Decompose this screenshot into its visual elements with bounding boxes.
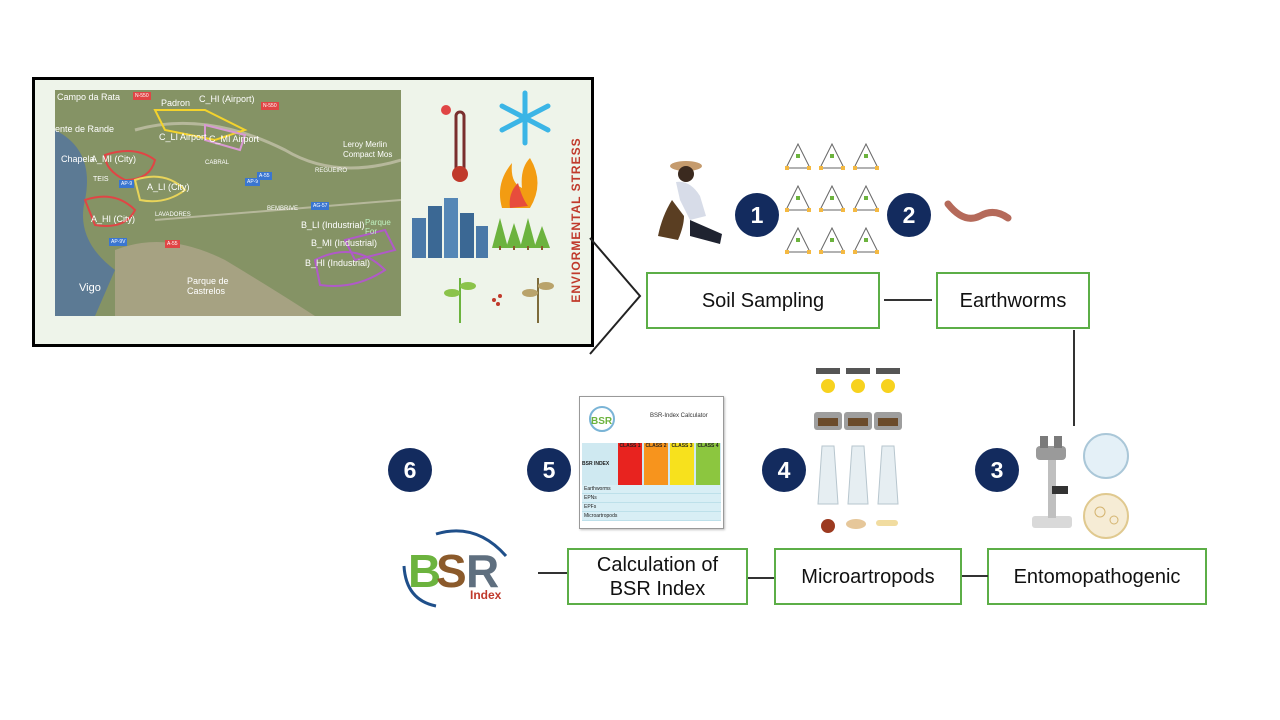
map-label-21: B_HI (Industrial) [305, 258, 371, 268]
connector-3-4 [962, 575, 988, 577]
map-label-2: ente de Rande [55, 124, 115, 134]
callout-arrow [588, 236, 648, 356]
map-label-16: Compact Mos [343, 150, 393, 159]
map-label-9: C_HI (Airport) [199, 94, 255, 104]
road-badge-5: A-55 [257, 172, 272, 180]
road-badge-6: AG-57 [311, 202, 330, 210]
step-6-badge: 6 [388, 448, 432, 492]
road-badge-2: N-550 [261, 102, 279, 110]
bsr-row: Earthworms [582, 485, 721, 494]
bsr-card-rows: Earthworms EPNs EPFs Microartropods [582, 485, 721, 521]
road-badge-4: AP-9 [245, 178, 261, 186]
connector-4-5 [748, 577, 774, 579]
bsr-card-title: BSR-Index Calculator [650, 413, 708, 419]
bsr-row: Microartropods [582, 512, 721, 521]
map-label-23: Parque For [365, 218, 391, 236]
study-area-map: Campo da Rata ente de Rande Chapela A_MI… [55, 90, 401, 316]
berlese-funnel-icon [810, 366, 910, 542]
map-label-8: Padron [161, 98, 191, 108]
bsr-row: EPNs [582, 494, 721, 503]
logo-index-text: Index [470, 588, 502, 602]
road-badge-3: AP-9 [119, 180, 135, 188]
map-label-11: C_MI Airport [209, 134, 260, 144]
logo-letter-b: B [408, 545, 442, 597]
calculation-bsr-box: Calculation of BSR Index [567, 548, 748, 605]
farmer-sampling-icon [650, 156, 730, 256]
map-label-1: Campo da Rata [57, 92, 121, 102]
bsr-index-logo: B S R Index [396, 526, 516, 610]
step-2-badge: 2 [887, 193, 931, 237]
map-label-22: Parque de Castrelos [187, 276, 229, 296]
map-label-6: A_HI (City) [91, 214, 136, 224]
step-5-badge: 5 [527, 448, 571, 492]
map-label-3: Chapela [61, 154, 95, 164]
class-1: CLASS 1 [618, 443, 642, 485]
bsr-index-label: BSR INDEX [582, 461, 610, 467]
map-label-4: A_MI (City) [91, 154, 136, 164]
map-label-12: CABRAL [205, 160, 230, 166]
sampling-grid-icon [782, 132, 882, 260]
soil-sampling-box: Soil Sampling [646, 272, 880, 329]
class-2: CLASS 2 [644, 443, 668, 485]
logo-letter-s: S [436, 545, 467, 597]
bsr-index-calculator-card: BSR BSR-Index Calculator BSR INDEX CLASS… [579, 396, 724, 529]
map-label-10: C_LI Airport [159, 132, 207, 142]
road-badge-1: N-550 [133, 92, 151, 100]
bsr-card-header: BSR INDEX CLASS 1 CLASS 2 CLASS 3 CLASS … [582, 443, 721, 485]
environmental-stress-label: ENVIORMENTAL STRESS [569, 137, 583, 303]
entomopathogenic-box: Entomopathogenic [987, 548, 1207, 605]
earthworm-icon [944, 194, 1014, 228]
map-label-13: A_LI (City) [147, 182, 190, 192]
stress-icons [410, 88, 560, 328]
connector-1-2 [884, 299, 932, 301]
connector-2-3 [1073, 330, 1075, 426]
class-4: CLASS 4 [696, 443, 720, 485]
map-label-18: BEMBRIVE [267, 206, 299, 212]
earthworms-box: Earthworms [936, 272, 1090, 329]
svg-text:BSR: BSR [591, 416, 613, 427]
connector-5-6 [538, 572, 567, 574]
logo-letter-r: R [466, 545, 500, 597]
map-label-7: Vigo [79, 282, 101, 294]
step-1-badge: 1 [735, 193, 779, 237]
map-label-14: LAVADORES [155, 212, 191, 218]
microartropods-box: Microartropods [774, 548, 962, 605]
map-label-5: TEIS [93, 176, 109, 183]
road-badge-8: A-55 [165, 240, 180, 248]
map-label-15: Leroy Merlin [343, 140, 388, 149]
map-label-17: REGUEIRO [315, 168, 348, 174]
bsr-row: EPFs [582, 503, 721, 512]
bsr-mini-logo: BSR [586, 405, 618, 433]
class-3: CLASS 3 [670, 443, 694, 485]
step-3-badge: 3 [975, 448, 1019, 492]
map-label-20: B_MI (Industrial) [311, 238, 378, 248]
microscope-petri-icon [1028, 430, 1138, 540]
step-4-badge: 4 [762, 448, 806, 492]
road-badge-7: AP-9V [109, 238, 128, 246]
map-label-19: B_LI (Industrial) [301, 220, 365, 230]
